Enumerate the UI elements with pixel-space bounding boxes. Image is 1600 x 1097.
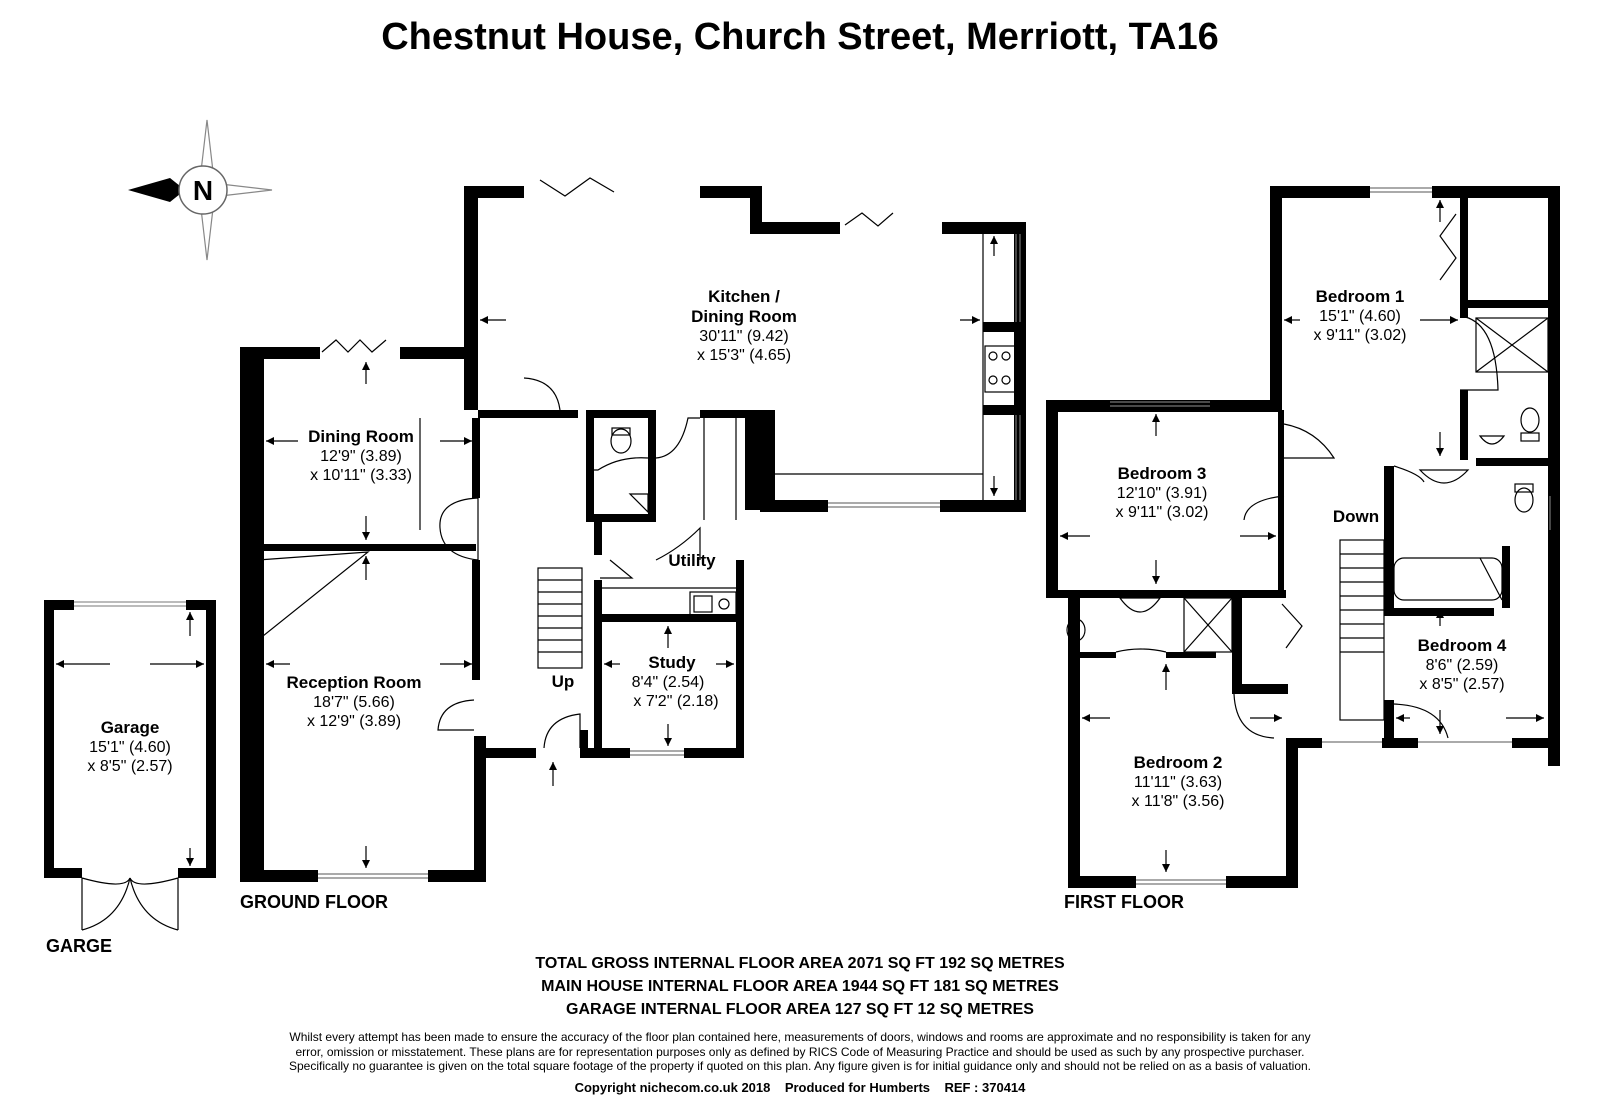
room-labels: Garage 15'1" (4.60) x 8'5" (2.57) Dining… — [87, 287, 1507, 810]
disclaimer-line-3: Specifically no guarantee is given on th… — [289, 1059, 1311, 1073]
study-dim2: x 7'2" (2.18) — [633, 693, 718, 710]
kitchen-name-2: Dining Room — [691, 307, 797, 326]
first-floor-walls — [1046, 186, 1560, 888]
study-name: Study — [648, 653, 696, 672]
bedroom2-name: Bedroom 2 — [1134, 753, 1223, 772]
reception-name: Reception Room — [286, 673, 421, 692]
bedroom3-name: Bedroom 3 — [1118, 464, 1207, 483]
compass: N — [128, 119, 273, 261]
garage-plan — [44, 600, 216, 931]
bedroom1-name: Bedroom 1 — [1316, 287, 1405, 306]
plan-title: Chestnut House, Church Street, Merriott,… — [381, 16, 1219, 58]
floor-areas: TOTAL GROSS INTERNAL FLOOR AREA 2071 SQ … — [0, 952, 1600, 1021]
garage-area: GARAGE INTERNAL FLOOR AREA 127 SQ FT 12 … — [566, 1001, 1034, 1018]
ground-floor-fixtures — [257, 177, 1021, 879]
reception-dim2: x 12'9" (3.89) — [307, 713, 401, 730]
dining-name: Dining Room — [308, 427, 414, 446]
bedroom2-dim2: x 11'8" (3.56) — [1132, 793, 1225, 810]
copyright: Copyright nichecom.co.uk 2018 Produced f… — [574, 1080, 1026, 1095]
compass-label: N — [193, 175, 213, 206]
garage-floor-label: GARGE — [46, 936, 113, 956]
kitchen-name-1: Kitchen / — [708, 287, 780, 306]
kitchen-dim2: x 15'3" (4.65) — [697, 347, 791, 364]
disclaimer: Whilst every attempt has been made to en… — [180, 1030, 1420, 1074]
first-floor-label: FIRST FLOOR — [1064, 892, 1184, 912]
dining-dim1: 12'9" (3.89) — [320, 448, 402, 465]
stairs-up-label: Up — [552, 672, 575, 691]
bedroom4-dim2: x 8'5" (2.57) — [1419, 676, 1504, 693]
bedroom1-dim2: x 9'11" (3.02) — [1314, 327, 1407, 344]
bedroom1-dim1: 15'1" (4.60) — [1319, 308, 1401, 325]
garage-name: Garage — [101, 718, 160, 737]
main-house-area: MAIN HOUSE INTERNAL FLOOR AREA 1944 SQ F… — [541, 978, 1059, 995]
ground-floor-label: GROUND FLOOR — [240, 892, 388, 912]
disclaimer-line-1: Whilst every attempt has been made to en… — [289, 1030, 1311, 1044]
garage-dim2: x 8'5" (2.57) — [87, 758, 172, 775]
bedroom2-dim1: 11'11" (3.63) — [1134, 774, 1222, 791]
ground-floor-walls — [240, 186, 1026, 882]
dimension-arrows — [56, 200, 1544, 872]
bedroom3-dim2: x 9'11" (3.02) — [1116, 504, 1209, 521]
stairs-down-label: Down — [1333, 507, 1379, 526]
bedroom3-dim1: 12'10" (3.91) — [1117, 485, 1208, 502]
bedroom4-name: Bedroom 4 — [1418, 636, 1507, 655]
kitchen-dim1: 30'11" (9.42) — [699, 328, 788, 345]
study-dim1: 8'4" (2.54) — [632, 674, 705, 691]
disclaimer-line-2: error, omission or misstatement. These p… — [295, 1044, 1305, 1059]
utility-name: Utility — [668, 551, 716, 570]
dining-dim2: x 10'11" (3.33) — [310, 467, 412, 484]
garage-dim1: 15'1" (4.60) — [89, 739, 171, 756]
total-area: TOTAL GROSS INTERNAL FLOOR AREA 2071 SQ … — [535, 955, 1065, 972]
bedroom4-dim1: 8'6" (2.59) — [1426, 657, 1499, 674]
first-floor-fixtures — [1066, 187, 1551, 885]
reception-dim1: 18'7" (5.66) — [313, 694, 395, 711]
